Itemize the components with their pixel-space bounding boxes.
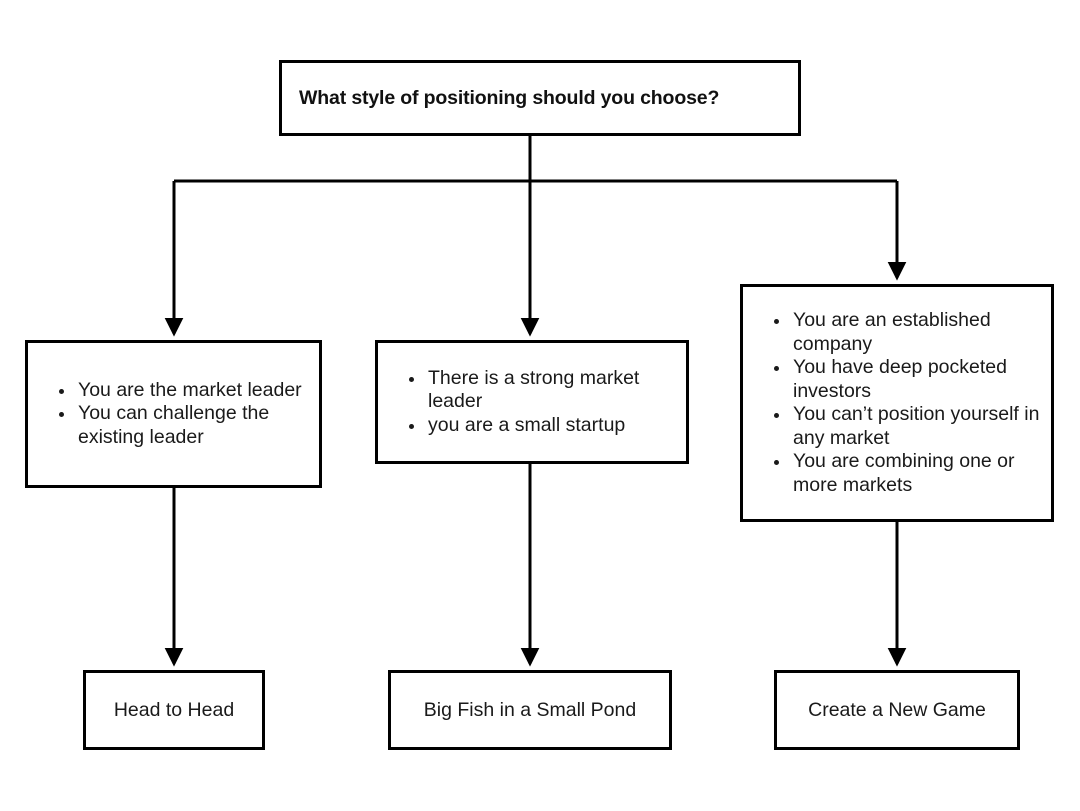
outcome-node-create-a-new-game: Create a New Game [774,670,1020,750]
criteria-list: There is a strong market leader you are … [378,367,686,438]
criteria-item: You are an established company [769,309,1041,356]
outcome-node-big-fish-small-pond: Big Fish in a Small Pond [388,670,672,750]
criteria-item: You can challenge the existing leader [54,402,309,449]
criteria-item: You can’t position yourself in any marke… [769,403,1041,450]
criteria-node-big-fish-small-pond: There is a strong market leader you are … [375,340,689,464]
criteria-item: You have deep pocketed investors [769,356,1041,403]
root-question-node: What style of positioning should you cho… [279,60,801,136]
criteria-item: you are a small startup [404,414,676,438]
criteria-list: You are the market leader You can challe… [28,379,319,450]
criteria-list: You are an established company You have … [743,309,1051,497]
outcome-node-head-to-head: Head to Head [83,670,265,750]
outcome-label: Big Fish in a Small Pond [423,698,637,721]
criteria-node-create-a-new-game: You are an established company You have … [740,284,1054,522]
criteria-node-head-to-head: You are the market leader You can challe… [25,340,322,488]
criteria-item: You are combining one or more markets [769,450,1041,497]
criteria-item: You are the market leader [54,379,309,403]
root-question-label: What style of positioning should you cho… [299,86,720,109]
outcome-label: Head to Head [113,698,235,721]
criteria-item: There is a strong market leader [404,367,676,414]
outcome-label: Create a New Game [808,698,986,721]
